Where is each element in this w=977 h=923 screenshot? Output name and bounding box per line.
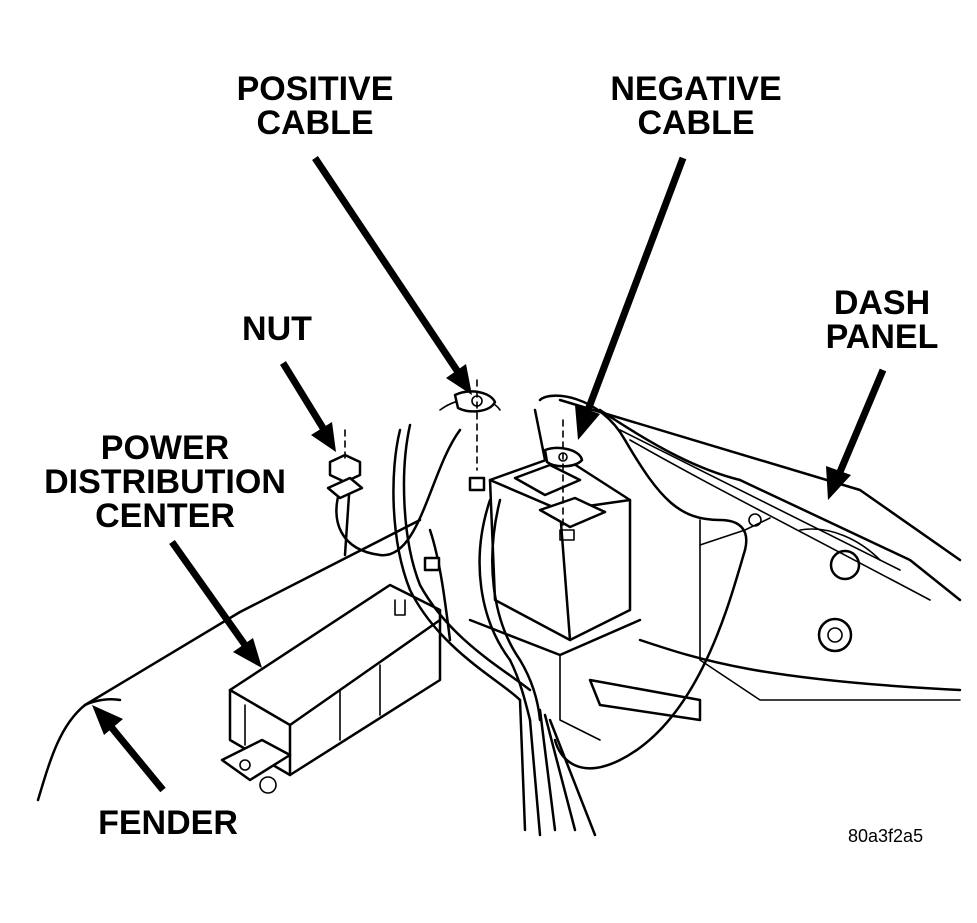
positive-cable-label: POSITIVE CABLE xyxy=(222,72,408,140)
nut-arrowhead xyxy=(311,422,336,452)
pdc-arrowhead xyxy=(233,638,262,668)
fender-drawing xyxy=(36,518,422,802)
dash-panel-drawing xyxy=(558,398,962,701)
pdc-label-line1: POWER xyxy=(100,429,230,467)
positive-cable-arrow xyxy=(312,156,461,374)
power-distribution-center-drawing xyxy=(220,583,442,794)
figure-code: 80a3f2a5 xyxy=(848,826,924,846)
dash-panel-label: DASH PANEL xyxy=(812,286,952,354)
negative-cable-label: NEGATIVE CABLE xyxy=(596,72,796,140)
nut-label: NUT xyxy=(242,310,312,348)
dash-panel-label-line2: PANEL xyxy=(825,318,939,356)
pdc-arrow xyxy=(169,539,248,648)
cable-harness-drawing xyxy=(335,394,771,837)
negative-cable-arrow xyxy=(584,156,687,412)
fender-label: FENDER xyxy=(98,804,238,842)
positive-cable-arrowhead xyxy=(446,364,472,395)
power-distribution-center-label: POWER DISTRIBUTION CENTER xyxy=(30,431,300,533)
pdc-label-line3: CENTER xyxy=(95,497,235,535)
positive-cable-label-line2: CABLE xyxy=(256,104,374,142)
nut-and-terminal-drawing xyxy=(326,379,584,572)
pdc-label-line2: DISTRIBUTION xyxy=(44,463,286,501)
battery-drawing xyxy=(488,453,632,642)
negative-cable-label-line2: CABLE xyxy=(637,104,755,142)
negative-cable-arrowhead xyxy=(575,405,600,440)
dash-panel-label-line1: DASH xyxy=(833,284,931,322)
positive-cable-label-line1: POSITIVE xyxy=(236,70,394,108)
fender-arrow xyxy=(109,725,166,793)
battery-tray-drawing xyxy=(468,618,702,741)
dash-panel-arrowhead xyxy=(826,466,851,500)
negative-cable-label-line1: NEGATIVE xyxy=(610,70,782,108)
dash-panel-arrow xyxy=(836,368,887,474)
nut-arrow xyxy=(280,361,326,430)
fender-arrowhead xyxy=(92,705,123,735)
leader-arrows xyxy=(92,156,887,793)
